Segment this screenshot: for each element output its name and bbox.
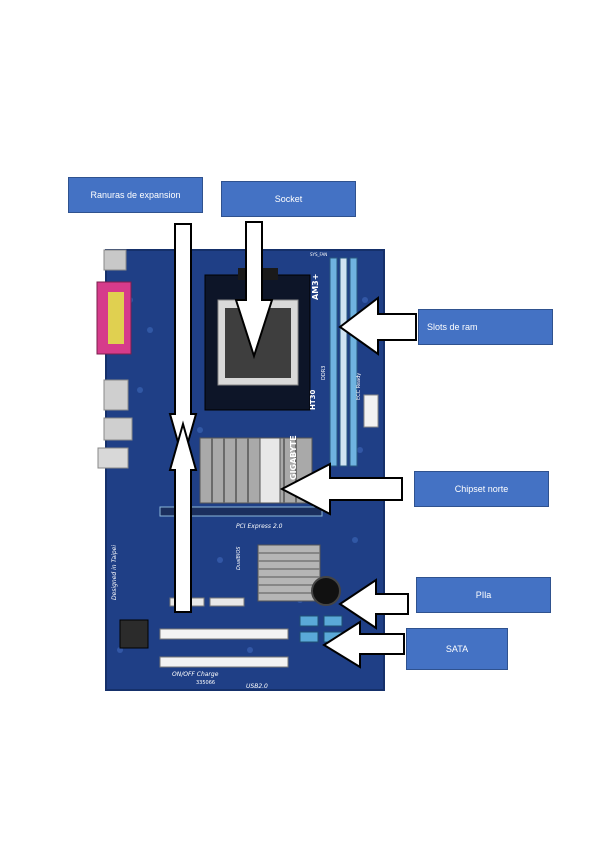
designed-text: Designed in Taipei [111,545,118,600]
southbridge-heatsink [257,544,321,602]
sata-ports [299,615,343,643]
chipset-label: Chipset norte [414,471,549,507]
pcie-x16-slot [159,506,323,517]
slots-ram-label: Slots de ram [418,309,553,345]
io-chip [119,619,149,649]
socket-label: Socket [221,181,356,217]
chipset-heatsink [199,437,313,504]
ht-text: HT30 [309,389,317,410]
board-brand-text: GIGABYTE [289,435,298,480]
ranuras-label: Ranuras de expansion [68,177,203,213]
dual-bios-text: DualBIOS [236,546,242,570]
atx-power-connector [363,394,379,428]
io-panel [96,249,133,469]
ranuras-arrow-1 [168,223,198,464]
sys-fan-text: SYS_FAN [310,252,327,257]
pila-arrow [338,578,409,630]
slots-ram-arrow [338,295,417,356]
pila-label: PIla [416,577,551,613]
sata-arrow [322,620,405,669]
pci-slots [159,628,289,668]
model-code-text: 335066 [196,680,215,686]
usb-text: USB2.0 [246,683,268,690]
ddr-text: DDR3 [321,366,327,380]
chipset-arrow [279,462,403,516]
pcie-text: PCI Express 2.0 [236,523,283,530]
cmos-battery [311,576,341,606]
ram-slots [329,257,358,467]
socket-type-text: AM3+ [311,274,320,300]
sata-label: SATA [406,628,508,670]
ranuras-arrow-2 [168,420,198,613]
onoff-text: ON/OFF Charge [172,671,219,678]
ecc-ready-text: ECC Ready [356,373,362,400]
socket-arrow [234,221,274,360]
